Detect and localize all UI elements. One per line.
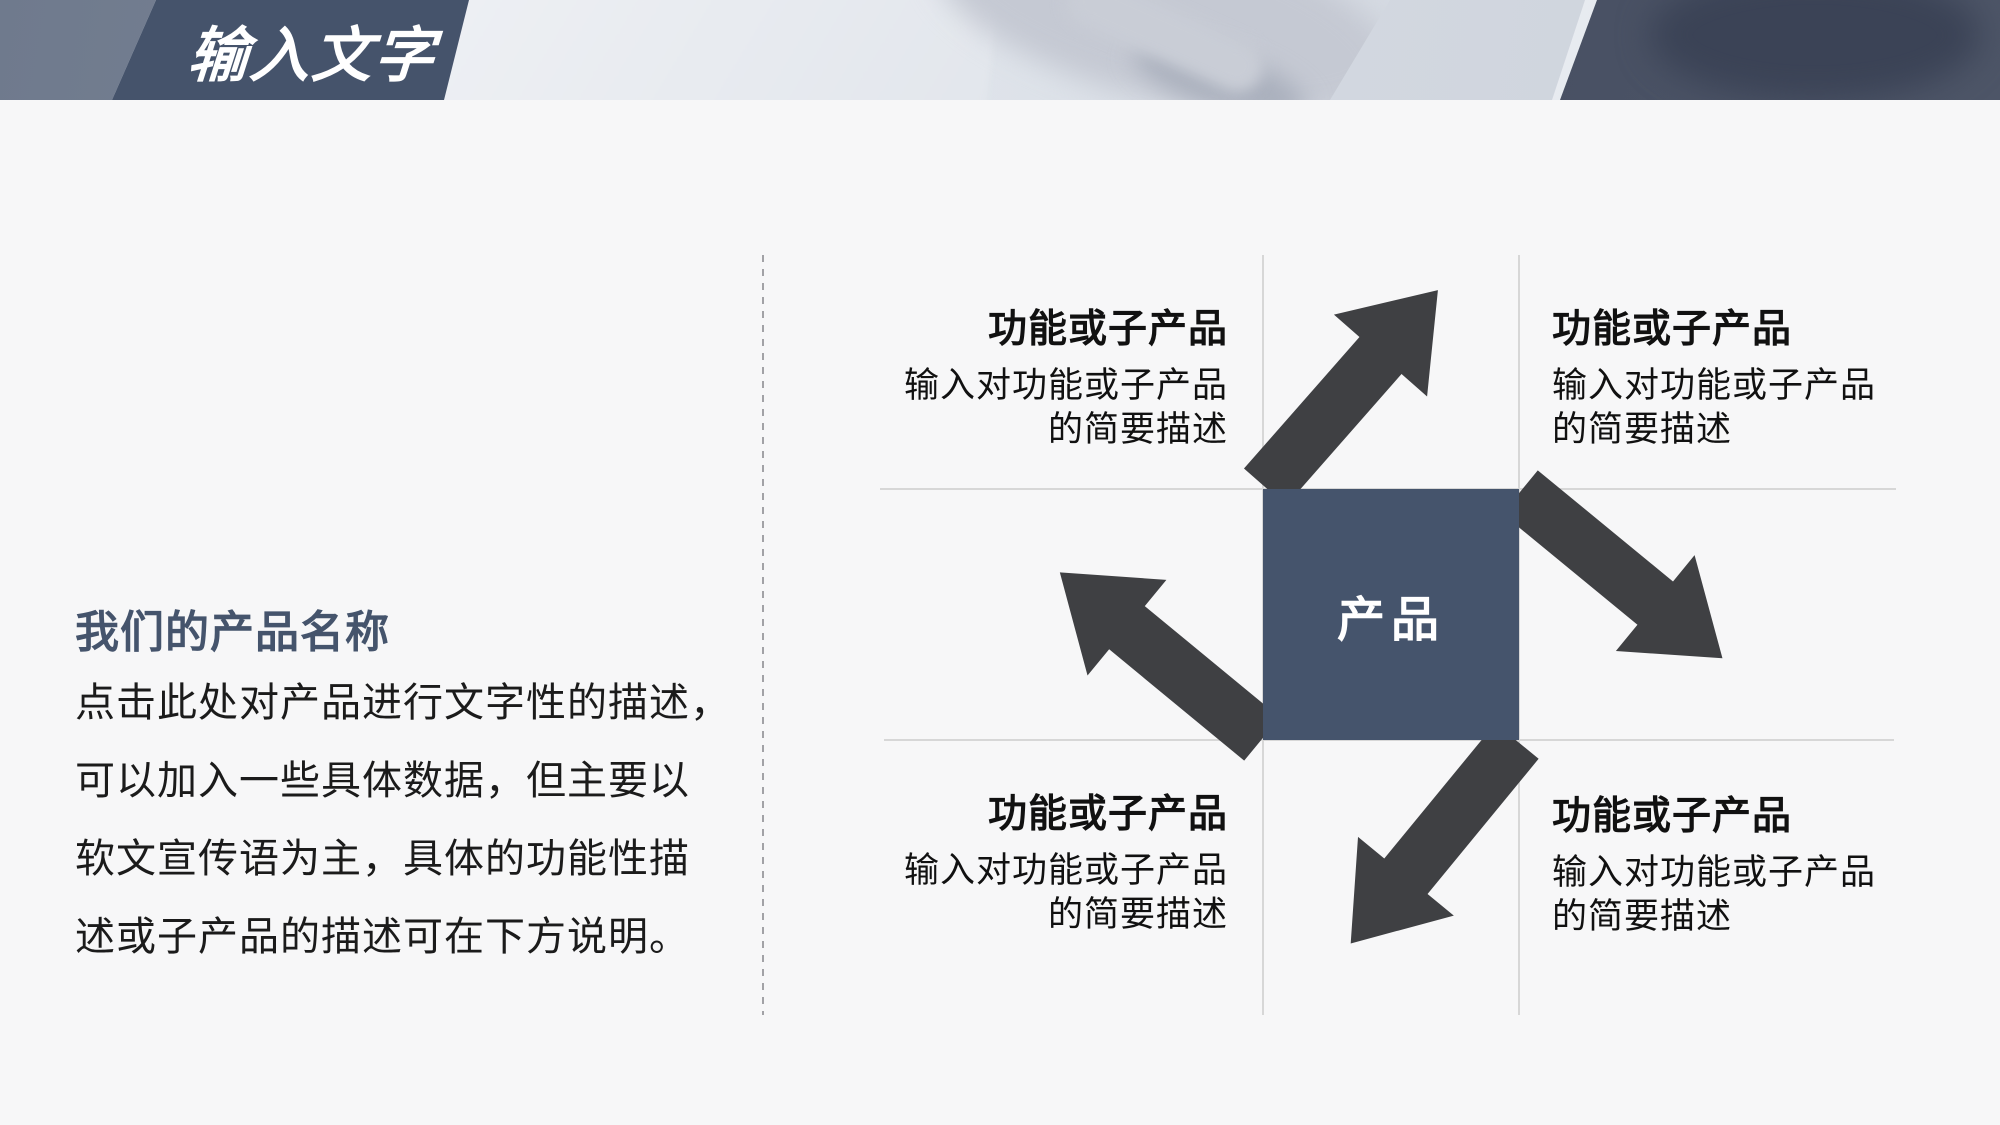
quadrant-title: 功能或子产品 bbox=[987, 308, 1228, 351]
product-name-heading: 我们的产品名称 bbox=[75, 608, 390, 657]
quadrant-top-left: 功能或子产品 输入对功能或子产品 的简要描述 bbox=[840, 306, 1228, 452]
quadrant-bottom-left: 功能或子产品 输入对功能或子产品 的简要描述 bbox=[840, 791, 1228, 937]
slide-title: 输入文字 bbox=[185, 21, 439, 89]
arrow-down-left-icon bbox=[1350, 723, 1539, 944]
diagram-arrows bbox=[1059, 290, 1723, 944]
quadrant-description: 输入对功能或子产品 的简要描述 bbox=[903, 366, 1228, 449]
quadrant-title: 功能或子产品 bbox=[1552, 308, 1793, 351]
grid-line-vertical-right bbox=[1518, 255, 1520, 1015]
quadrant-description: 输入对功能或子产品 的简要描述 bbox=[1552, 366, 1877, 449]
quadrant-description: 输入对功能或子产品 的简要描述 bbox=[903, 851, 1228, 934]
vertical-dashed-divider bbox=[762, 255, 764, 1015]
quadrant-title: 功能或子产品 bbox=[1552, 795, 1793, 838]
center-product-box: 产品 bbox=[1263, 489, 1519, 740]
center-product-label: 产品 bbox=[1336, 593, 1445, 647]
product-description-paragraph: 点击此处对产品进行文字性的描述， 可以加入一些具体数据，但主要以 软文宣传语为主… bbox=[75, 681, 731, 959]
arrow-up-right-icon bbox=[1243, 290, 1438, 506]
grid-line-horizontal-bottom bbox=[884, 739, 1894, 741]
photo-paper-shape bbox=[422, 0, 998, 100]
quadrant-title: 功能或子产品 bbox=[987, 793, 1228, 836]
header-banner: 输入文字 bbox=[0, 0, 2000, 100]
banner-dark-parallelogram bbox=[112, 0, 469, 100]
photo-dark-blob bbox=[1650, 0, 1980, 100]
quadrant-top-right: 功能或子产品 输入对功能或子产品 的简要描述 bbox=[1552, 306, 1962, 452]
quadrant-description: 输入对功能或子产品 的简要描述 bbox=[1552, 853, 1877, 936]
quadrant-bottom-right: 功能或子产品 输入对功能或子产品 的简要描述 bbox=[1552, 793, 1962, 939]
arrow-up-left-icon bbox=[1059, 572, 1280, 761]
arrow-down-right-icon bbox=[1502, 470, 1723, 659]
